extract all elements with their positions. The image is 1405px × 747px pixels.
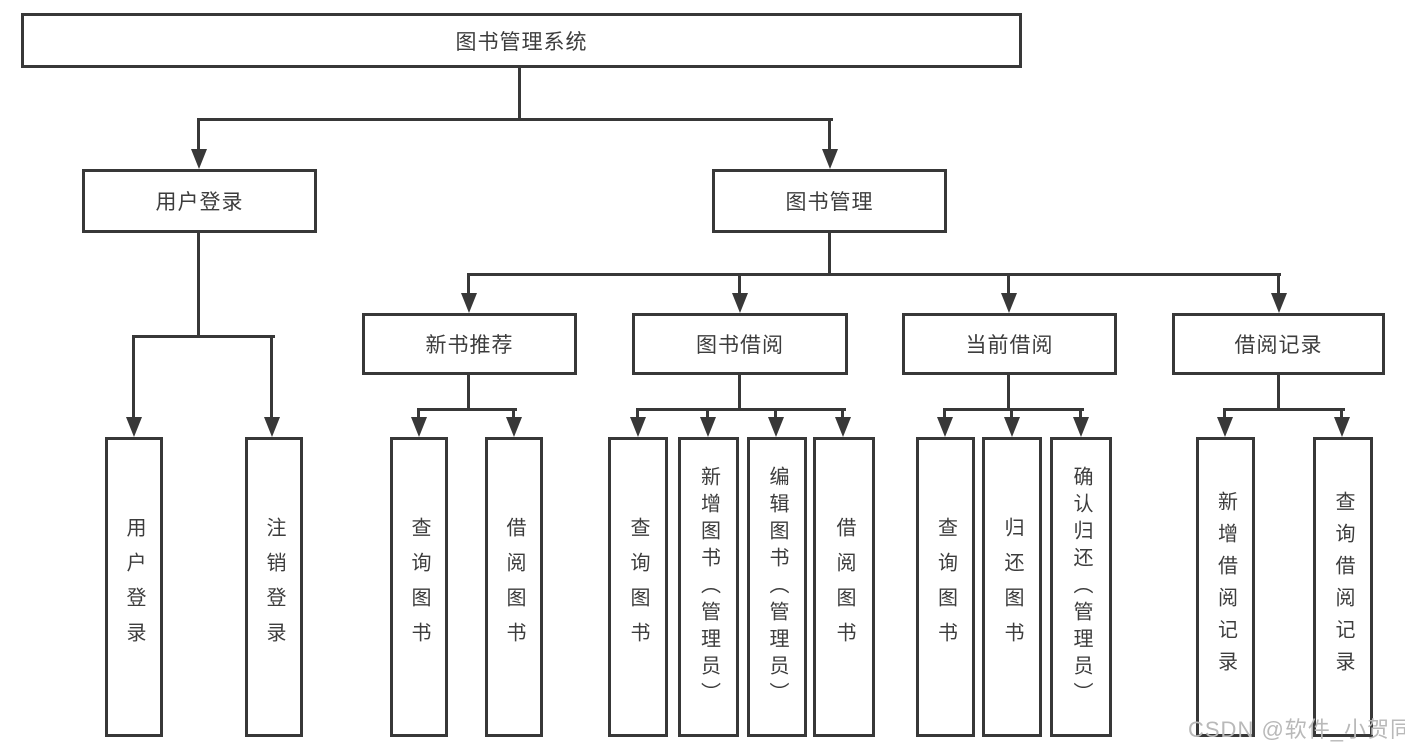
arrowhead-icon xyxy=(1001,293,1017,313)
arrowhead-icon xyxy=(1004,417,1020,437)
connector-line xyxy=(1223,408,1226,422)
connector-line xyxy=(467,273,1281,276)
connector-line xyxy=(738,375,741,411)
connector-line xyxy=(636,408,639,422)
arrowhead-icon xyxy=(264,417,280,437)
leaf-user-login: 用户登录 xyxy=(105,437,163,737)
arrowhead-icon xyxy=(700,417,716,437)
node-book-borrow: 图书借阅 xyxy=(632,313,848,375)
arrowhead-icon xyxy=(822,149,838,169)
node-label: 查询图书 xyxy=(627,517,649,657)
leaf-add-borrow-record: 新增借阅记录 xyxy=(1196,437,1255,737)
connector-line xyxy=(467,375,470,411)
connector-line xyxy=(1277,375,1280,411)
connector-line xyxy=(841,408,844,422)
connector-line xyxy=(417,408,517,411)
node-new-book-recommend: 新书推荐 xyxy=(362,313,577,375)
connector-line xyxy=(1277,273,1280,299)
connector-line xyxy=(518,68,521,118)
node-current-borrow: 当前借阅 xyxy=(902,313,1117,375)
arrowhead-icon xyxy=(835,417,851,437)
connector-line xyxy=(417,408,420,422)
node-label: 新书推荐 xyxy=(425,334,514,357)
leaf-logout: 注销登录 xyxy=(245,437,303,737)
node-label: 借阅图书 xyxy=(503,517,525,657)
node-label: 当前借阅 xyxy=(965,334,1054,357)
leaf-query-books-current: 查询图书 xyxy=(916,437,975,737)
arrowhead-icon xyxy=(411,417,427,437)
node-label: 借阅图书 xyxy=(833,517,855,657)
node-label: 查询图书 xyxy=(934,517,957,657)
connector-line xyxy=(1079,408,1082,422)
arrowhead-icon xyxy=(1073,417,1089,437)
leaf-borrow-books-recommend: 借阅图书 xyxy=(485,437,543,737)
arrowhead-icon xyxy=(506,417,522,437)
connector-line xyxy=(512,408,515,422)
connector-line xyxy=(943,408,946,422)
arrowhead-icon xyxy=(461,293,477,313)
node-label: 归还图书 xyxy=(1001,517,1023,657)
node-label: 借阅记录 xyxy=(1234,334,1323,357)
leaf-return-books: 归还图书 xyxy=(982,437,1042,737)
arrowhead-icon xyxy=(191,149,207,169)
connector-line xyxy=(828,233,831,273)
watermark: CSDN @软件_小贺同学 xyxy=(1188,717,1405,742)
connector-line xyxy=(1223,408,1345,411)
arrowhead-icon xyxy=(732,293,748,313)
leaf-add-books-admin: 新增图书（管理员） xyxy=(678,437,739,737)
node-label: 确认归还（管理员） xyxy=(1070,465,1092,709)
connector-line xyxy=(1010,408,1013,422)
arrowhead-icon xyxy=(1217,417,1233,437)
connector-line xyxy=(132,335,135,421)
node-label: 查询借阅记录 xyxy=(1332,491,1354,683)
node-label: 新增图书（管理员） xyxy=(697,465,720,709)
connector-line xyxy=(1340,408,1343,422)
connector-line xyxy=(467,273,470,299)
connector-line xyxy=(828,118,831,154)
connector-line xyxy=(197,118,833,121)
connector-line xyxy=(1007,273,1010,299)
leaf-edit-books-admin: 编辑图书（管理员） xyxy=(747,437,807,737)
arrowhead-icon xyxy=(937,417,953,437)
connector-line xyxy=(706,408,709,422)
node-label: 新增借阅记录 xyxy=(1214,491,1237,683)
leaf-query-books-borrow: 查询图书 xyxy=(608,437,668,737)
leaf-confirm-return-admin: 确认归还（管理员） xyxy=(1050,437,1112,737)
connector-line xyxy=(738,273,741,299)
arrowhead-icon xyxy=(1271,293,1287,313)
node-label: 查询图书 xyxy=(408,517,430,657)
connector-line xyxy=(270,335,273,421)
leaf-query-books-recommend: 查询图书 xyxy=(390,437,448,737)
connector-line xyxy=(132,335,275,338)
connector-line xyxy=(943,408,1084,411)
arrowhead-icon xyxy=(126,417,142,437)
arrowhead-icon xyxy=(768,417,784,437)
node-label: 图书管理系统 xyxy=(455,30,588,54)
node-user-login: 用户登录 xyxy=(82,169,317,233)
node-label: 图书借阅 xyxy=(696,334,784,357)
node-borrow-records: 借阅记录 xyxy=(1172,313,1385,375)
node-label: 注销登录 xyxy=(263,517,285,657)
leaf-borrow-books: 借阅图书 xyxy=(813,437,875,737)
arrowhead-icon xyxy=(1334,417,1350,437)
node-label: 用户登录 xyxy=(123,517,145,657)
node-label: 图书管理 xyxy=(785,191,874,214)
arrowhead-icon xyxy=(630,417,646,437)
node-label: 编辑图书（管理员） xyxy=(766,465,788,709)
connector-line xyxy=(774,408,777,422)
node-root: 图书管理系统 xyxy=(21,13,1022,68)
connector-line xyxy=(197,118,200,154)
connector-line xyxy=(1007,375,1010,411)
leaf-query-borrow-record: 查询借阅记录 xyxy=(1313,437,1373,737)
connector-line xyxy=(636,408,846,411)
connector-line xyxy=(197,233,200,335)
node-book-management: 图书管理 xyxy=(712,169,947,233)
node-label: 用户登录 xyxy=(155,191,244,214)
